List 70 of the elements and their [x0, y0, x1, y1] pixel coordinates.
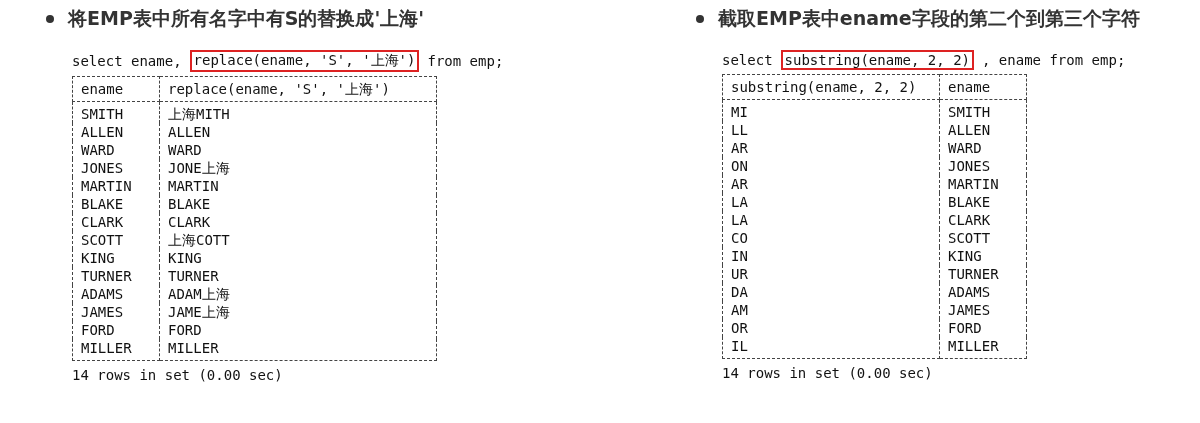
highlighted-code: replace(ename, 'S', '上海'): [189, 50, 420, 72]
result-summary: 14 rows in set (0.00 sec): [72, 367, 284, 383]
table-cell: KING: [72, 249, 160, 267]
table-cell: UR: [722, 265, 940, 283]
column-header: substring(ename, 2, 2): [722, 74, 940, 100]
table-cell: AR: [722, 139, 940, 157]
table-cell: AR: [722, 175, 940, 193]
table-cell: LA: [722, 193, 940, 211]
table-cell: 上海MITH: [159, 101, 437, 123]
table-cell: KING: [939, 247, 1027, 265]
table-cell: BLAKE: [939, 193, 1027, 211]
table-cell: ALLEN: [939, 121, 1027, 139]
section-heading: 将EMP表中所有名字中有S的替换成'上海': [68, 6, 425, 31]
column-header: replace(ename, 'S', '上海'): [159, 76, 437, 102]
table-cell: ALLEN: [72, 123, 160, 141]
sql-command-text: from emp;: [427, 53, 504, 69]
table-cell: CLARK: [72, 213, 160, 231]
result-summary: 14 rows in set (0.00 sec): [722, 365, 934, 381]
table-cell: MILLER: [159, 339, 437, 361]
table-cell: JONES: [72, 159, 160, 177]
table-cell: TURNER: [939, 265, 1027, 283]
sql-command-text: , ename from emp;: [982, 52, 1126, 68]
table-cell: FORD: [939, 319, 1027, 337]
table-cell: CLARK: [939, 211, 1027, 229]
table-cell: JAMES: [72, 303, 160, 321]
table-cell: JONE上海: [159, 159, 437, 177]
table-cell: AM: [722, 301, 940, 319]
table-cell: SMITH: [939, 99, 1027, 121]
section-heading: 截取EMP表中ename字段的第二个到第三个字符: [718, 6, 1140, 31]
column-header: ename: [72, 76, 160, 102]
table-cell: JAME上海: [159, 303, 437, 321]
table-cell: ADAMS: [939, 283, 1027, 301]
table-cell: TURNER: [159, 267, 437, 285]
table-cell: SCOTT: [939, 229, 1027, 247]
table-cell: JAMES: [939, 301, 1027, 319]
table-cell: TURNER: [72, 267, 160, 285]
table-cell: MARTIN: [159, 177, 437, 195]
table-cell: WARD: [159, 141, 437, 159]
sql-command-text: select: [722, 52, 773, 68]
table-cell: FORD: [159, 321, 437, 339]
table-cell: ALLEN: [159, 123, 437, 141]
column-header: ename: [939, 74, 1027, 100]
table-cell: ON: [722, 157, 940, 175]
table-cell: ADAMS: [72, 285, 160, 303]
table-cell: BLAKE: [159, 195, 437, 213]
table-cell: FORD: [72, 321, 160, 339]
table-cell: LL: [722, 121, 940, 139]
table-cell: MI: [722, 99, 940, 121]
sql-command-text: select ename,: [72, 53, 182, 69]
table-cell: MILLER: [939, 337, 1027, 359]
table-cell: IN: [722, 247, 940, 265]
table-cell: KING: [159, 249, 437, 267]
table-cell: 上海COTT: [159, 231, 437, 249]
table-cell: LA: [722, 211, 940, 229]
table-cell: BLAKE: [72, 195, 160, 213]
table-cell: SMITH: [72, 101, 160, 123]
table-cell: DA: [722, 283, 940, 301]
table-cell: OR: [722, 319, 940, 337]
table-cell: ADAM上海: [159, 285, 437, 303]
table-cell: MARTIN: [939, 175, 1027, 193]
table-cell: WARD: [939, 139, 1027, 157]
table-cell: MILLER: [72, 339, 160, 361]
table-cell: CLARK: [159, 213, 437, 231]
table-cell: JONES: [939, 157, 1027, 175]
table-cell: MARTIN: [72, 177, 160, 195]
table-cell: WARD: [72, 141, 160, 159]
table-cell: SCOTT: [72, 231, 160, 249]
table-cell: IL: [722, 337, 940, 359]
highlighted-code: substring(ename, 2, 2): [780, 50, 974, 70]
table-cell: CO: [722, 229, 940, 247]
